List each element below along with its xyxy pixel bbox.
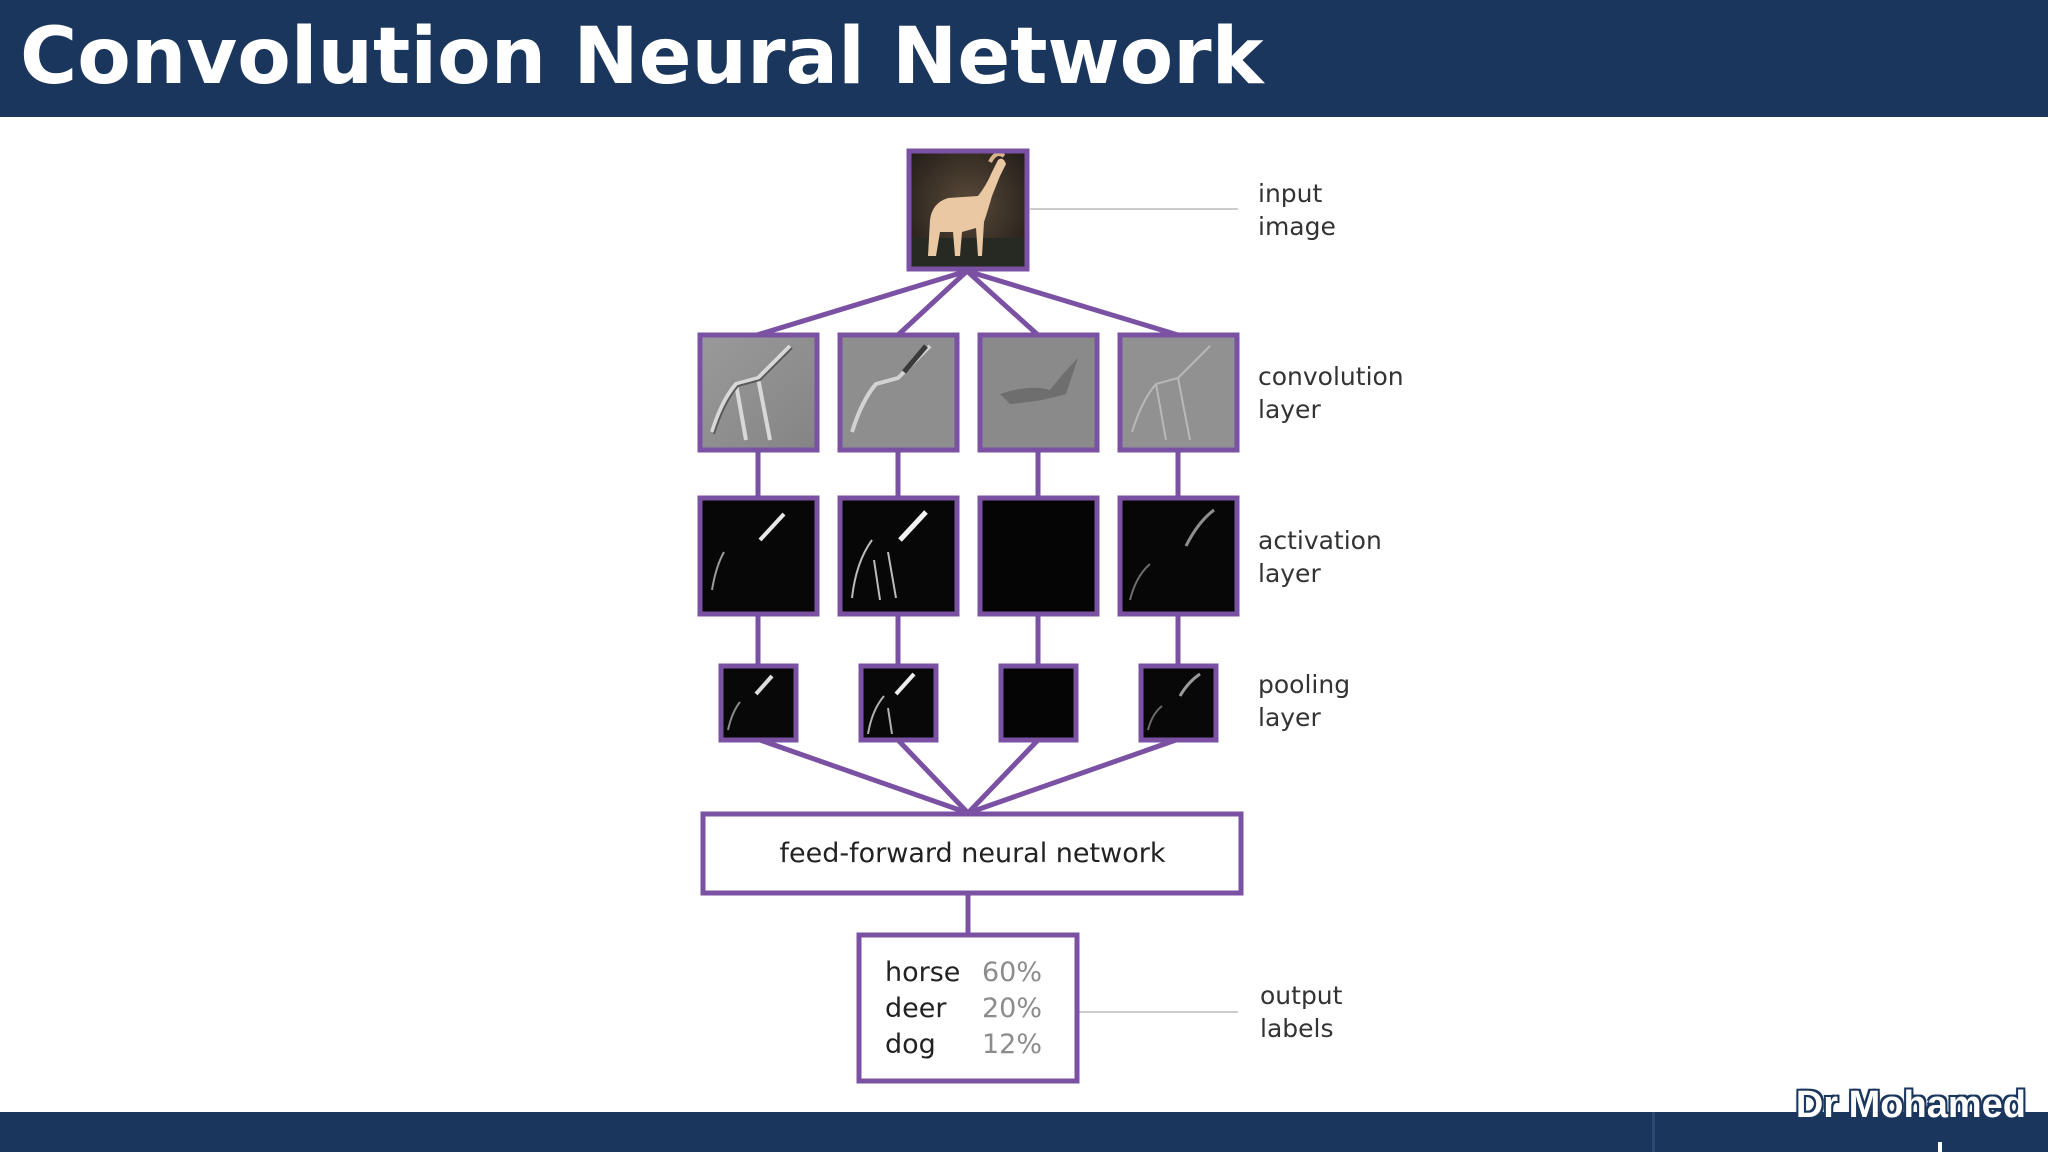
connector-input-conv3 [965, 269, 1040, 337]
label-output-labels: output labels [1260, 981, 1343, 1043]
output-class: deer [885, 993, 947, 1024]
label-activation-layer: activation layer [1258, 526, 1382, 588]
output-probability: 60% [982, 957, 1043, 988]
connector-input-conv4 [966, 268, 1179, 338]
output-probability: 12% [982, 1029, 1043, 1060]
activation-map-2 [837, 495, 960, 617]
title-bar [0, 0, 2048, 117]
activation-map-3 [977, 495, 1100, 617]
output-class: dog [885, 1029, 936, 1060]
activation-map-1 [697, 495, 820, 617]
connector-pool2-ff [896, 738, 970, 815]
conv-feature-map-4 [1117, 332, 1240, 453]
connector-input-conv1 [756, 268, 968, 338]
connector-pool1-ff [759, 737, 969, 816]
input-image [906, 148, 1030, 272]
output-box [856, 932, 1080, 1084]
author-name: Dr Mohamed [1795, 1084, 2026, 1126]
output-class: horse [885, 957, 961, 988]
connector-pool4-ff [967, 737, 1177, 816]
label-input-image: input image [1258, 179, 1336, 241]
output-row: horse 60% [885, 955, 1055, 991]
feed-forward-box [700, 811, 1244, 896]
output-row: deer 20% [885, 991, 1055, 1027]
connector-pool3-ff [966, 738, 1040, 815]
pooling-map-4 [1138, 663, 1219, 743]
author-text-fragment [1938, 1142, 1942, 1152]
footer-divider [1652, 1112, 1655, 1152]
output-row: dog 12% [885, 1027, 1055, 1063]
horse-figure [928, 158, 1006, 256]
output-probability: 20% [982, 993, 1043, 1024]
conv-feature-map-3 [977, 332, 1100, 453]
pooling-map-1 [718, 663, 799, 743]
label-pooling-layer: pooling layer [1258, 670, 1351, 732]
conv-feature-map-1 [697, 332, 820, 453]
slide-title: Convolution Neural Network [20, 12, 1264, 102]
label-convolution-layer: convolution layer [1258, 362, 1404, 424]
connector-input-conv2 [896, 269, 969, 337]
feed-forward-label: feed-forward neural network [779, 837, 1166, 869]
pooling-map-2 [858, 663, 939, 743]
footer-bar [0, 1112, 2048, 1152]
pooling-map-3 [998, 663, 1079, 743]
connectors [755, 268, 1181, 935]
conv-feature-map-2 [837, 332, 960, 453]
activation-map-4 [1117, 495, 1240, 617]
